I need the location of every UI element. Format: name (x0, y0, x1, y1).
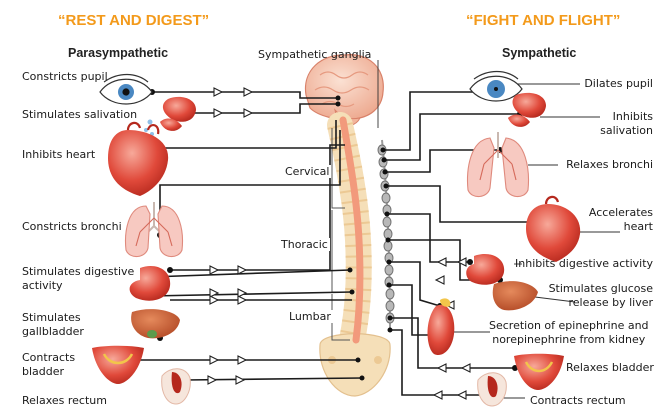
symp-label-digestive: Inhibits digestive activity (515, 257, 653, 271)
stomach-icon-right (466, 254, 504, 285)
lungs-icon-right (468, 132, 529, 197)
para-label-pupil: Constricts pupil (22, 70, 108, 84)
region-cervical: Cervical (283, 165, 331, 178)
para-label-bladder: Contracts bladder (22, 351, 75, 378)
symp-label-salivation: Inhibits salivation (600, 110, 653, 137)
parasympathetic-heading: Parasympathetic (68, 46, 168, 60)
sympathetic-nodes (381, 89, 544, 398)
symp-label-kidney: Secretion of epinephrine and norepinephr… (489, 319, 649, 346)
liver-icon-right (493, 281, 538, 310)
liver-gallbladder-icon-left (131, 309, 180, 338)
region-lumbar: Lumbar (287, 310, 333, 323)
rectum-icon-left (162, 369, 191, 404)
para-label-bronchi: Constricts bronchi (22, 220, 122, 234)
rectum-icon-right (478, 373, 507, 406)
sympathetic-ganglia-chain (378, 140, 394, 330)
heart-icon-right (526, 197, 580, 262)
symp-label-heart: Accelerates heart (589, 206, 653, 233)
symp-label-bronchi: Relaxes bronchi (566, 158, 653, 172)
rest-and-digest-title: “REST AND DIGEST” (58, 12, 209, 29)
label-leaders (378, 60, 620, 398)
stomach-icon-left (130, 266, 171, 301)
bladder-icon-right (514, 354, 564, 390)
para-label-gallbladder: Stimulates gallbladder (22, 311, 84, 338)
sympathetic-pathways (383, 92, 540, 395)
sympathetic-heading: Sympathetic (502, 46, 576, 60)
bladder-icon-left (92, 346, 144, 384)
parasympathetic-arrows (208, 88, 252, 384)
heart-icon-left (108, 123, 168, 196)
symp-label-liver: Stimulates glucose release by liver (549, 282, 653, 309)
lungs-icon-left (126, 202, 183, 257)
symp-label-bladder: Relaxes bladder (566, 361, 654, 375)
salivary-gland-icon-left (144, 97, 196, 136)
symp-label-rectum: Contracts rectum (530, 394, 626, 408)
sympathetic-ganglia-label: Sympathetic ganglia (258, 48, 371, 62)
symp-label-pupil: Dilates pupil (584, 77, 653, 91)
fight-and-flight-title: “FIGHT AND FLIGHT” (466, 12, 620, 29)
para-label-rectum: Relaxes rectum (22, 394, 107, 408)
para-label-heart: Inhibits heart (22, 148, 95, 162)
para-label-digestive: Stimulates digestive activity (22, 265, 134, 292)
para-label-salivation: Stimulates salivation (22, 108, 137, 122)
region-thoracic: Thoracic (279, 238, 330, 251)
salivary-gland-icon-right (508, 93, 546, 127)
eye-icon-left (100, 75, 152, 105)
eye-icon-right (470, 72, 522, 102)
